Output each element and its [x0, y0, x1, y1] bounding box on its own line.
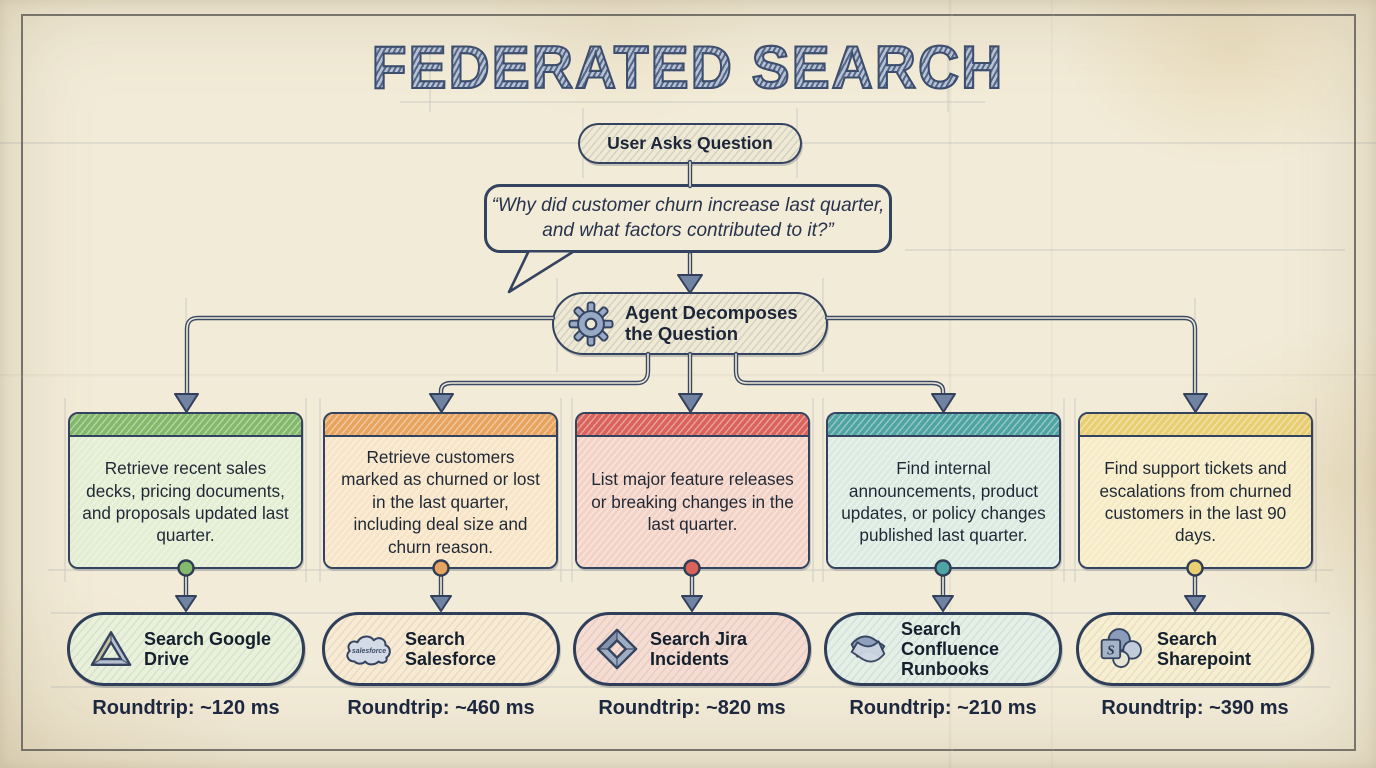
- search-jira-pill: Search Jira Incidents: [573, 612, 811, 686]
- page-title: FEDERATED SEARCH: [0, 37, 1376, 100]
- agent-decomposes-pill: Agent Decomposes the Question: [552, 292, 828, 355]
- task-box-header: [1080, 414, 1311, 437]
- google-drive-icon: [88, 628, 134, 671]
- question-speech-bubble: “Why did customer churn increase last qu…: [484, 184, 892, 253]
- search-pill-label: Search Google Drive: [144, 628, 272, 669]
- search-pill-label: Search Jira Incidents: [650, 628, 748, 669]
- search-pill-label: Search Salesforce: [405, 628, 497, 669]
- agent-pill-label: Agent Decomposes the Question: [625, 301, 798, 344]
- task-box-salesforce: Retrieve customers marked as churned or …: [323, 412, 558, 569]
- confluence-icon: [845, 626, 891, 672]
- roundtrip-label: Roundtrip: ~120 ms: [92, 697, 280, 719]
- task-box-header: [828, 414, 1059, 437]
- speech-bubble-tail: [507, 251, 574, 294]
- task-box-sharepoint: Find support tickets and escalations fro…: [1078, 412, 1313, 569]
- task-box-header: [70, 414, 301, 437]
- task-text: Retrieve customers marked as churned or …: [341, 447, 540, 557]
- svg-text:salesforce: salesforce: [352, 648, 386, 655]
- search-pill-label: Search Sharepoint: [1157, 628, 1252, 669]
- roundtrip-label: Roundtrip: ~820 ms: [598, 697, 786, 719]
- svg-text:S: S: [1107, 644, 1115, 659]
- sharepoint-icon: S: [1097, 626, 1147, 672]
- paper-crease: [0, 374, 1376, 378]
- roundtrip-label: Roundtrip: ~210 ms: [849, 697, 1037, 719]
- user-asks-question-pill: User Asks Question: [578, 123, 802, 164]
- search-confluence-pill: Search Confluence Runbooks: [824, 612, 1062, 686]
- task-box-header: [577, 414, 808, 437]
- task-text: List major feature releases or breaking …: [591, 469, 794, 535]
- task-box-header: [325, 414, 556, 437]
- roundtrip-label: Roundtrip: ~390 ms: [1101, 697, 1289, 719]
- task-box-jira: List major feature releases or breaking …: [575, 412, 810, 569]
- gear-icon: [568, 300, 614, 347]
- roundtrip-label: Roundtrip: ~460 ms: [347, 697, 535, 719]
- search-salesforce-pill: salesforce Search Salesforce: [322, 612, 560, 686]
- task-text: Retrieve recent sales decks, pricing doc…: [82, 458, 289, 546]
- user-pill-label: User Asks Question: [607, 133, 773, 153]
- jira-icon: [594, 626, 640, 672]
- task-box-google-drive: Retrieve recent sales decks, pricing doc…: [68, 412, 303, 569]
- salesforce-icon: salesforce: [343, 631, 395, 667]
- question-text: “Why did customer churn increase last qu…: [491, 194, 885, 241]
- search-sharepoint-pill: S Search Sharepoint: [1076, 612, 1314, 686]
- search-pill-label: Search Confluence Runbooks: [901, 618, 1000, 680]
- task-box-confluence: Find internal announcements, product upd…: [826, 412, 1061, 569]
- task-text: Find internal announcements, product upd…: [841, 458, 1046, 546]
- search-google-drive-pill: Search Google Drive: [67, 612, 305, 686]
- task-text: Find support tickets and escalations fro…: [1099, 458, 1292, 546]
